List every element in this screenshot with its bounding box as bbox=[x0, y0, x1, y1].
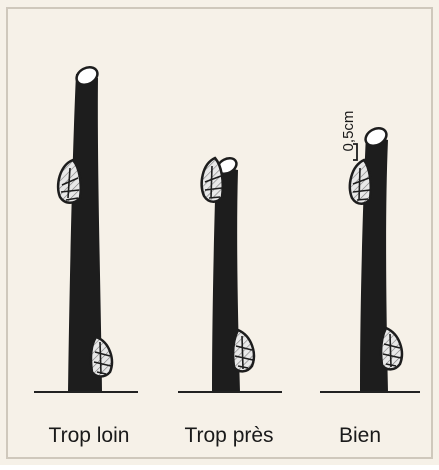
caption-too-close: Trop près bbox=[165, 424, 293, 448]
caption-good: Bien bbox=[320, 424, 400, 448]
measure-label: 0,5cm bbox=[340, 108, 358, 154]
caption-too-far: Trop loin bbox=[30, 424, 148, 448]
